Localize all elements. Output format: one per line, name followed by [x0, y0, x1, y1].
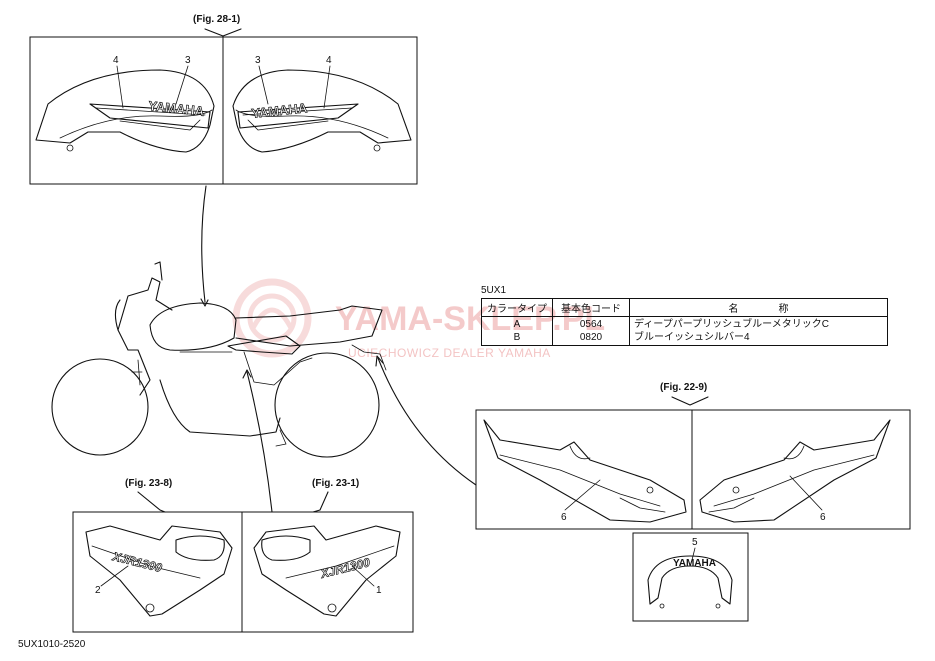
color-code-a: 0564 — [579, 319, 603, 330]
fig-23-1-bracket — [312, 491, 329, 513]
tail-rear-yamaha-emblem: YAMAHA — [673, 558, 716, 569]
color-name-cell: ディープパープリッシュブルーメタリックC ブルーイッシュシルバー4 — [629, 316, 888, 346]
callout-6-right: 6 — [820, 512, 826, 523]
motorcycle-outline — [51, 261, 387, 458]
fig-22-9-frame — [475, 409, 911, 530]
fig-28-1-label: (Fig. 28-1) — [193, 14, 240, 25]
color-type-b: B — [513, 332, 521, 343]
fig-22-9-bracket — [671, 396, 709, 406]
color-type-a: A — [513, 319, 521, 330]
callout-5: 5 — [692, 537, 698, 548]
callout-1: 1 — [376, 585, 382, 596]
header-base-color-code: 基本色コード — [552, 298, 630, 317]
arrow-side-cover — [246, 371, 273, 513]
side-cover-left-model-emblem: XJR1300 — [110, 549, 163, 575]
color-table-header: カラータイプ 基本色コード 名 称 — [481, 298, 888, 317]
callout-6-left: 6 — [561, 512, 567, 523]
color-table: カラータイプ 基本色コード 名 称 A B 0564 0820 ディープパープリ… — [481, 298, 888, 346]
callout-4-left: 4 — [113, 55, 119, 66]
tail-cowl-left — [483, 419, 687, 523]
callout-4-right: 4 — [326, 55, 332, 66]
fig-23-frame — [72, 511, 414, 633]
tank-right-side: YAMAHA — [232, 69, 412, 153]
color-code-cell: 0564 0820 — [552, 316, 630, 346]
watermark-subtitle: UCIECHOWICZ DEALER YAMAHA — [348, 346, 551, 360]
fig-22-9-label: (Fig. 22-9) — [660, 382, 707, 393]
side-cover-left: XJR1300 — [85, 525, 233, 617]
color-code-b: 0820 — [579, 332, 603, 343]
table-row: A B 0564 0820 ディープパープリッシュブルーメタリックC ブルーイッ… — [481, 316, 888, 346]
side-cover-right-model-emblem: XJR1300 — [318, 555, 371, 581]
fig-28-1-bracket — [204, 28, 242, 37]
side-cover-right: XJR1300 — [253, 525, 401, 617]
fig-23-8-label: (Fig. 23-8) — [125, 478, 172, 489]
tail-cowl-rear: YAMAHA — [647, 555, 733, 609]
tank-left-yamaha-emblem: YAMAHA — [148, 98, 206, 119]
arrow-tail-cowl — [377, 357, 477, 486]
header-color-type: カラータイプ — [481, 298, 553, 317]
fig-23-1-label: (Fig. 23-1) — [312, 478, 359, 489]
callout-3-left: 3 — [185, 55, 191, 66]
arrow-tank — [201, 185, 207, 303]
callout-2: 2 — [95, 585, 101, 596]
model-code: 5UX1 — [481, 285, 507, 296]
color-type-cell: A B — [481, 316, 553, 346]
fig-23-8-bracket — [137, 491, 166, 513]
tank-left-side: YAMAHA — [35, 69, 215, 153]
header-name: 名 称 — [629, 298, 888, 317]
tank-right-yamaha-emblem: YAMAHA — [251, 100, 309, 121]
color-name-b: ブルーイッシュシルバー4 — [634, 332, 750, 343]
tail-cowl-right — [699, 419, 891, 523]
diagram-code: 5UX1010-2520 — [18, 639, 86, 650]
tail-rear-frame — [632, 532, 749, 622]
callout-3-right: 3 — [255, 55, 261, 66]
color-name-a: ディープパープリッシュブルーメタリックC — [634, 319, 829, 330]
